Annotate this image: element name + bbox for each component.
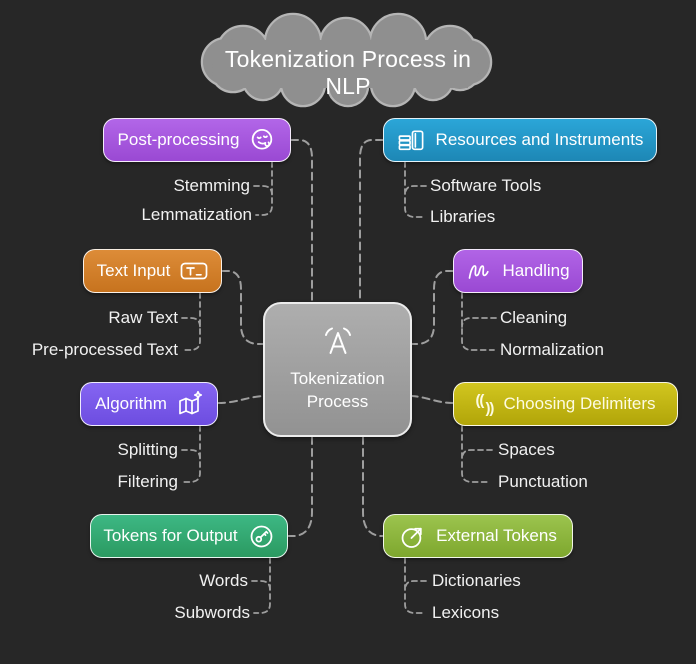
script-m-icon xyxy=(466,260,492,282)
key-token-icon xyxy=(248,523,275,550)
node-external-tokens[interactable]: External Tokens xyxy=(383,514,573,558)
node-label: Tokens for Output xyxy=(103,526,238,545)
leaf-cleaning[interactable]: Cleaning xyxy=(500,308,568,327)
node-label: External Tokens xyxy=(436,526,557,545)
books-and-tablet-icon xyxy=(397,127,426,153)
leaf-software-tools[interactable]: Software Tools xyxy=(430,176,542,195)
leaf-stemming[interactable]: Stemming xyxy=(173,176,250,195)
leaf-lexicons[interactable]: Lexicons xyxy=(432,603,500,622)
external-arrow-icon xyxy=(399,523,426,550)
node-resources-and-instruments[interactable]: Resources and Instruments xyxy=(383,118,657,162)
leaf-libraries[interactable]: Libraries xyxy=(430,207,496,226)
leaf-pre-processed-text[interactable]: Pre-processed Text xyxy=(31,340,178,359)
central-node-label: Tokenization Process xyxy=(290,369,385,411)
node-label: Handling xyxy=(502,261,570,280)
node-label: Resources and Instruments xyxy=(435,130,644,149)
node-label: Text Input xyxy=(96,261,171,280)
node-tokens-for-output[interactable]: Tokens for Output xyxy=(90,514,288,558)
node-label: Post-processing xyxy=(117,130,240,149)
node-label: Algorithm xyxy=(95,394,167,413)
node-handling[interactable]: Handling xyxy=(453,249,583,293)
winking-face-icon xyxy=(249,127,276,154)
language-detect-icon xyxy=(318,325,358,362)
double-quotes-icon: (()) xyxy=(475,391,494,417)
leaf-lemmatization[interactable]: Lemmatization xyxy=(141,205,252,224)
node-algorithm[interactable]: Algorithm xyxy=(80,382,218,426)
node-post-processing[interactable]: Post-processing xyxy=(103,118,291,162)
leaf-normalization[interactable]: Normalization xyxy=(500,340,604,359)
leaf-words[interactable]: Words xyxy=(199,571,248,590)
text-cursor-box-icon xyxy=(180,261,208,281)
leaf-spaces[interactable]: Spaces xyxy=(498,440,555,459)
diagram-title: Tokenization Process in NLP xyxy=(224,46,472,99)
leaf-filtering[interactable]: Filtering xyxy=(117,472,178,491)
node-choosing-delimiters[interactable]: (()) Choosing Delimiters xyxy=(453,382,678,426)
leaf-splitting[interactable]: Splitting xyxy=(117,440,178,459)
leaf-punctuation[interactable]: Punctuation xyxy=(498,472,588,491)
central-node-tokenization-process[interactable]: Tokenization Process xyxy=(263,302,412,437)
node-text-input[interactable]: Text Input xyxy=(83,249,222,293)
leaf-dictionaries[interactable]: Dictionaries xyxy=(432,571,521,590)
title-cloud xyxy=(200,12,493,108)
node-label: Choosing Delimiters xyxy=(503,394,656,413)
map-sparkle-icon xyxy=(177,391,203,417)
leaf-subwords[interactable]: Subwords xyxy=(174,603,250,622)
leaf-raw-text[interactable]: Raw Text xyxy=(108,308,178,327)
